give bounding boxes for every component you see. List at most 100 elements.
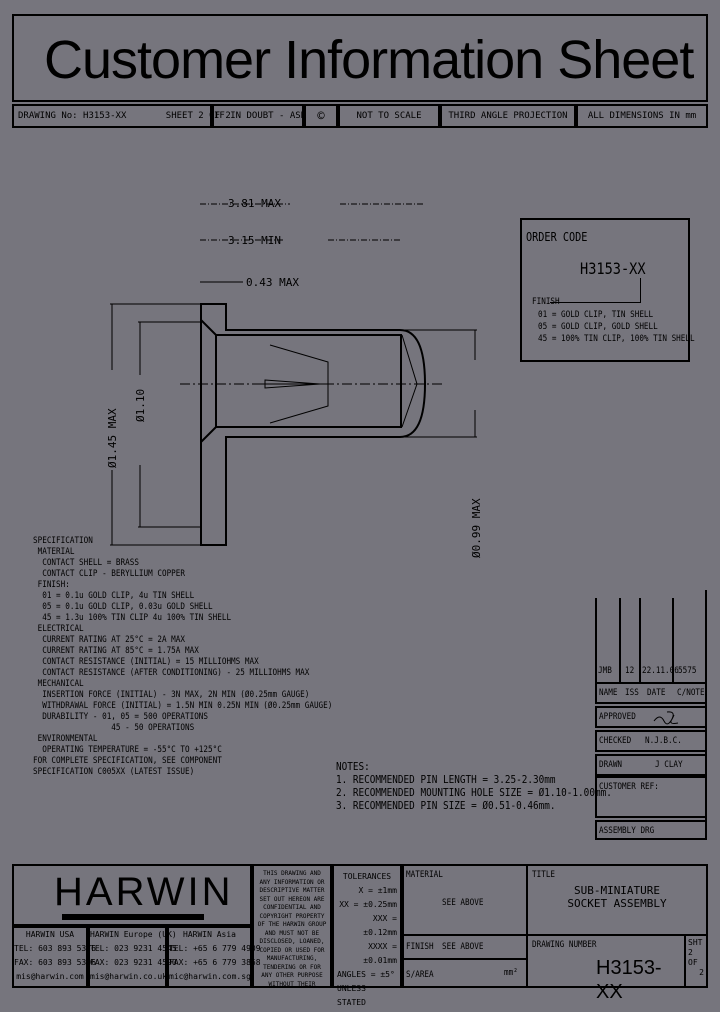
socket-drawing: 3.81 MAX 3.15 MIN 0.43 MAX Ø1.45 MAX Ø1.… — [106, 197, 483, 558]
approved-signature — [653, 711, 679, 725]
spec-line: FOR COMPLETE SPECIFICATION, SEE COMPONEN… — [33, 756, 222, 766]
office-tel: TEL: +65 6 779 4909 — [169, 944, 261, 953]
office-email[interactable]: mic@harwin.com.sg — [169, 972, 251, 981]
finish-value: SEE ABOVE — [442, 942, 484, 952]
rev-issue: 12 — [625, 666, 635, 676]
rev-name: JMB — [598, 666, 612, 676]
finish-option: 45 = 100% TIN CLIP, 100% TIN SHELL — [538, 334, 695, 344]
tolerance-line: XXX = ±0.12mm — [363, 914, 397, 937]
spec-line: ELECTRICAL — [33, 624, 84, 634]
office-tel: TEL: 023 9231 4545 — [90, 944, 177, 953]
units-note: ALL DIMENSIONS IN mm — [576, 104, 708, 128]
sheet-cell: SHT 2 OF 2 — [684, 934, 708, 988]
order-code-heading: ORDER CODE — [526, 230, 588, 244]
material-value: SEE ABOVE — [442, 898, 484, 908]
spec-line: 05 = 0.1u GOLD CLIP, 0.03u GOLD SHELL — [33, 602, 213, 612]
office-fax: FAX: 603 893 5396 — [14, 958, 96, 967]
drawing-no: DRAWING No: H3153-XX — [18, 111, 127, 121]
sarea-unit: mm² — [504, 968, 518, 978]
spec-line: 45 - 50 OPERATIONS — [33, 723, 195, 733]
spec-line: DURABILITY - 01, 05 = 500 OPERATIONS — [33, 712, 209, 722]
dia-bore: Ø1.10 — [134, 389, 147, 422]
tolerance-line: X = ±1mm — [358, 886, 397, 895]
sheet-no: SHEET 2 OF 2 — [165, 111, 231, 121]
socket-outline — [200, 303, 427, 546]
note-line: 3. RECOMMENDED PIN SIZE = Ø0.51-0.46mm. — [336, 799, 556, 812]
finish-cell: FINISH SEE ABOVE — [402, 934, 528, 960]
finish-label: FINISH — [406, 942, 434, 952]
material-label: MATERIAL — [406, 870, 443, 880]
notes-heading: NOTES: — [336, 760, 370, 773]
spec-line: FINISH: — [33, 580, 70, 590]
title-label: TITLE — [532, 870, 556, 880]
checked-value: N.J.B.C. — [645, 736, 682, 746]
spec-line: CONTACT SHELL = BRASS — [33, 558, 139, 568]
tolerance-line: UNLESS STATED — [337, 984, 366, 1007]
projection-note: THIRD ANGLE PROJECTION — [440, 104, 576, 128]
spec-line: MECHANICAL — [33, 679, 84, 689]
tolerances-heading: TOLERANCES — [342, 872, 392, 881]
sarea-cell: S/AREA mm² — [402, 958, 528, 988]
harwin-logo-cell: HARWIN — [12, 864, 252, 926]
order-code-box: ORDER CODE H3153-XX FINISH 01 = GOLD CLI… — [520, 218, 695, 362]
spec-line: SPECIFICATION — [33, 536, 93, 546]
copyright-icon: © — [304, 104, 338, 128]
office-name: HARWIN USA — [25, 930, 75, 939]
order-code: H3153-XX — [580, 259, 646, 278]
office-tel: TEL: 603 893 5376 — [14, 944, 96, 953]
dim-min: 3.15 MIN — [228, 234, 281, 247]
tolerances: TOLERANCES X = ±1mm XX = ±0.25mm XXX = ±… — [332, 864, 402, 1007]
tolerance-line: XXXX = ±0.01mm — [363, 942, 397, 965]
dia-body: Ø0.99 MAX — [470, 498, 483, 558]
rev-date: 22.11.06 — [642, 666, 679, 676]
specification-block: SPECIFICATION MATERIAL CONTACT SHELL = B… — [33, 536, 385, 778]
finish-option: 05 = GOLD CLIP, GOLD SHELL — [538, 322, 658, 332]
sht-total: 2 — [699, 968, 704, 977]
drawing-number-cell: DRAWING NUMBER H3153-XX — [526, 934, 686, 1003]
header-iss: ISS — [625, 688, 639, 698]
spec-line: WITHDRAWAL FORCE (INITIAL) = 1.5N MIN 0.… — [33, 701, 333, 711]
material-cell: MATERIAL SEE ABOVE — [402, 864, 528, 936]
spec-line: CURRENT RATING AT 25°C = 2A MAX — [33, 635, 185, 645]
spec-line: OPERATING TEMPERATURE = -55°C TO +125°C — [33, 745, 222, 755]
finish-label: FINISH — [532, 297, 560, 307]
header-cnote: C/NOTE — [677, 688, 705, 698]
if-in-doubt: IF IN DOUBT - ASK — [212, 104, 306, 128]
office-usa: HARWIN USA TEL: 603 893 5376 FAX: 603 89… — [12, 926, 96, 988]
dim-flange: 0.43 MAX — [246, 276, 299, 289]
office-email[interactable]: mis@harwin.com — [16, 972, 84, 981]
spec-line: CURRENT RATING AT 85°C = 1.75A MAX — [33, 646, 199, 656]
note-line: 2. RECOMMENDED MOUNTING HOLE SIZE = Ø1.1… — [336, 786, 612, 799]
office-asia: HARWIN Asia TEL: +65 6 779 4909 FAX: +65… — [167, 926, 261, 988]
spec-line: CONTACT RESISTANCE (AFTER CONDITIONING) … — [33, 668, 310, 678]
approved-label: APPROVED — [599, 712, 636, 722]
note-line: 1. RECOMMENDED PIN LENGTH = 3.25-2.30mm — [336, 773, 556, 786]
header-name: NAME — [599, 688, 618, 698]
drawn-label: DRAWN — [599, 760, 623, 770]
office-email[interactable]: mis@harwin.co.uk — [90, 972, 168, 981]
spec-line: ENVIRONMENTAL — [33, 734, 98, 744]
tolerance-line: XX = ±0.25mm — [339, 900, 397, 909]
spec-line: 45 = 1.3u 100% TIN CLIP 4u 100% TIN SHEL… — [33, 613, 232, 623]
scale-note: NOT TO SCALE — [338, 104, 440, 128]
assembly-drg-label: ASSEMBLY DRG — [599, 826, 655, 836]
spec-line: CONTACT CLIP - BERYLLIUM COPPER — [33, 569, 185, 579]
customer-ref-label: CUSTOMER REF: — [599, 782, 659, 792]
drawing-no-cell: DRAWING No: H3153-XX SHEET 2 OF 2 — [12, 104, 231, 128]
sarea-label: S/AREA — [406, 970, 434, 980]
spec-line: CONTACT RESISTANCE (INITIAL) = 15 MILLIO… — [33, 657, 259, 667]
title-line: SOCKET ASSEMBLY — [567, 897, 667, 910]
title-line: SUB-MINIATURE — [573, 884, 661, 897]
drawing-number-label: DRAWING NUMBER — [532, 940, 597, 950]
spec-line: INSERTION FORCE (INITIAL) - 3N MAX, 2N M… — [33, 690, 310, 700]
dim-overall: 3.81 MAX — [228, 197, 281, 210]
spec-line: MATERIAL — [33, 547, 75, 557]
office-name: HARWIN Asia — [183, 930, 236, 939]
confidentiality-notice: THIS DRAWING AND ANY INFORMATION OR DESC… — [252, 864, 332, 988]
finish-option: 01 = GOLD CLIP, TIN SHELL — [538, 310, 654, 320]
sht-label: SHT — [688, 938, 703, 947]
tolerance-line: ANGLES = ±5° — [337, 970, 395, 979]
sht-num: 2 — [688, 948, 693, 957]
office-name: HARWIN Europe (UK) — [90, 930, 177, 939]
drawing-number: H3153-XX — [596, 957, 662, 1003]
